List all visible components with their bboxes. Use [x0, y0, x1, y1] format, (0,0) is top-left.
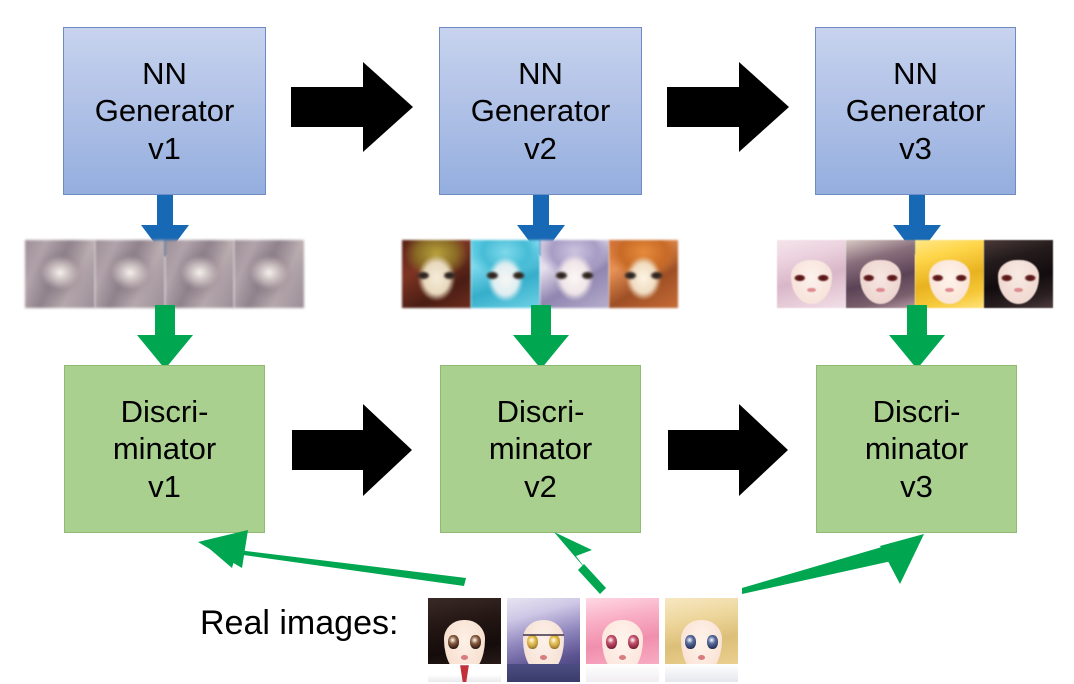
generated-samples-v3: [777, 240, 1053, 308]
real-image: [665, 598, 738, 682]
sample-image: [94, 240, 165, 308]
sample-image: [915, 240, 984, 308]
generator-v3-line3: v3: [899, 130, 932, 166]
discriminator-progress-arrow-1-2: [292, 404, 412, 496]
discriminator-v3-line3: v3: [900, 468, 933, 504]
sample-image: [984, 240, 1053, 308]
generator-to-samples-arrow-v3: [893, 195, 941, 257]
generator-v1-line1: NN: [142, 56, 187, 92]
discriminator-box-v1[interactable]: Discri- minator v1: [64, 365, 265, 533]
generator-v2-line3: v2: [524, 130, 557, 166]
samples-to-discriminator-arrow-v2: [513, 305, 569, 369]
real-image: [586, 598, 659, 682]
generator-box-v1[interactable]: NN Generator v1: [63, 27, 266, 195]
generator-to-samples-arrow-v2: [517, 195, 565, 257]
discriminator-progress-arrow-2-3: [668, 404, 788, 496]
real-images-strip: [428, 598, 738, 682]
sample-image: [777, 240, 846, 308]
discriminator-v3-line1: Discri-: [872, 394, 961, 430]
sample-image: [164, 240, 235, 308]
generated-samples-v2: [402, 240, 678, 308]
generator-box-v3[interactable]: NN Generator v3: [815, 27, 1016, 195]
generator-v2-line1: NN: [518, 56, 563, 92]
discriminator-box-v2[interactable]: Discri- minator v2: [440, 365, 641, 533]
generated-samples-v1: [25, 240, 304, 308]
discriminator-box-v3[interactable]: Discri- minator v3: [816, 365, 1017, 533]
sample-image: [234, 240, 304, 308]
sample-image: [471, 240, 540, 308]
generator-to-samples-arrow-v1: [141, 195, 189, 257]
discriminator-v2-line1: Discri-: [496, 394, 585, 430]
sample-image: [25, 240, 95, 308]
generator-v1-line2: Generator: [94, 93, 235, 129]
discriminator-v3-line2: minator: [864, 431, 969, 467]
discriminator-v1-line1: Discri-: [120, 394, 209, 430]
generator-progress-arrow-2-3: [667, 62, 789, 152]
sample-image: [609, 240, 678, 308]
real-image: [428, 598, 501, 682]
generator-v3-line2: Generator: [845, 93, 986, 129]
discriminator-v1-line2: minator: [112, 431, 217, 467]
generator-box-v2[interactable]: NN Generator v2: [439, 27, 642, 195]
generator-v1-line3: v1: [148, 130, 181, 166]
real-to-discriminator-arrow-v3: [742, 530, 952, 596]
generator-v2-line2: Generator: [470, 93, 611, 129]
discriminator-v2-line2: minator: [488, 431, 593, 467]
sample-image: [402, 240, 471, 308]
sample-image: [540, 240, 609, 308]
real-to-discriminator-arrow-v2: [548, 530, 618, 596]
discriminator-v2-line3: v2: [524, 468, 557, 504]
real-images-label: Real images:: [200, 604, 399, 642]
generator-progress-arrow-1-2: [291, 62, 413, 152]
discriminator-v1-line3: v1: [148, 468, 181, 504]
real-to-discriminator-arrow-v1: [176, 530, 466, 595]
sample-image: [846, 240, 915, 308]
samples-to-discriminator-arrow-v3: [889, 305, 945, 369]
generator-v3-line1: NN: [893, 56, 938, 92]
real-image: [507, 598, 580, 682]
samples-to-discriminator-arrow-v1: [137, 305, 193, 369]
